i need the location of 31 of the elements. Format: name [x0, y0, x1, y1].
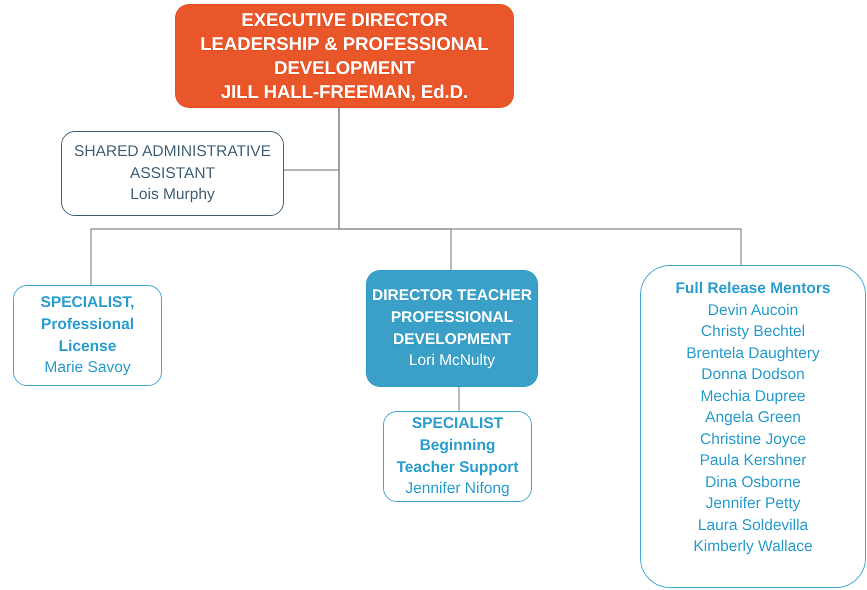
- person-name: JILL HALL-FREEMAN, Ed.D.: [220, 80, 470, 104]
- role-title: SPECIALIST, Professional License: [40, 293, 136, 356]
- person-name: Mechia Dupree: [699, 386, 807, 407]
- person-name: Jennifer Petty: [704, 494, 802, 514]
- person-name: Lois Murphy: [129, 185, 216, 206]
- role-title: Full Release Mentors: [674, 279, 832, 299]
- role-box: [383, 411, 532, 502]
- person-name: Angela Green: [704, 408, 802, 428]
- connector-line: [338, 108, 742, 265]
- person-name: Marie Savoy: [43, 358, 132, 378]
- role-title: SPECIALIST Beginning Teacher Support: [395, 414, 520, 478]
- role-box: [13, 285, 162, 386]
- role-title: EXECUTIVE DIRECTOR LEADERSHIP & PROFESSIONAL DEVELOPMENT: [199, 8, 490, 80]
- person-name: Kimberly Wallace: [692, 537, 814, 558]
- person-name: Jennifer Nifong: [404, 479, 511, 500]
- person-name: Laura Soldevilla: [696, 516, 810, 536]
- role-title: SHARED ADMINISTRATIVE ASSISTANT: [73, 142, 272, 184]
- person-name: Christy Bechtel: [700, 322, 806, 342]
- connector-line: [458, 387, 460, 411]
- person-name: Donna Dodson: [700, 365, 806, 386]
- role-box: [61, 131, 284, 216]
- role-box: [366, 270, 538, 387]
- person-name: Devin Aucoin: [706, 300, 800, 321]
- person-name: Christine Joyce: [699, 430, 807, 450]
- person-name: Paula Kershner: [698, 451, 808, 472]
- role-box: [175, 4, 514, 108]
- person-name: Brentela Daughtery: [685, 344, 821, 364]
- person-name: Dina Osborne: [704, 472, 802, 493]
- person-name: Lori McNulty: [408, 351, 496, 372]
- role-title: DIRECTOR TEACHER PROFESSIONAL DEVELOPMENT: [371, 286, 533, 350]
- role-box: [640, 265, 866, 588]
